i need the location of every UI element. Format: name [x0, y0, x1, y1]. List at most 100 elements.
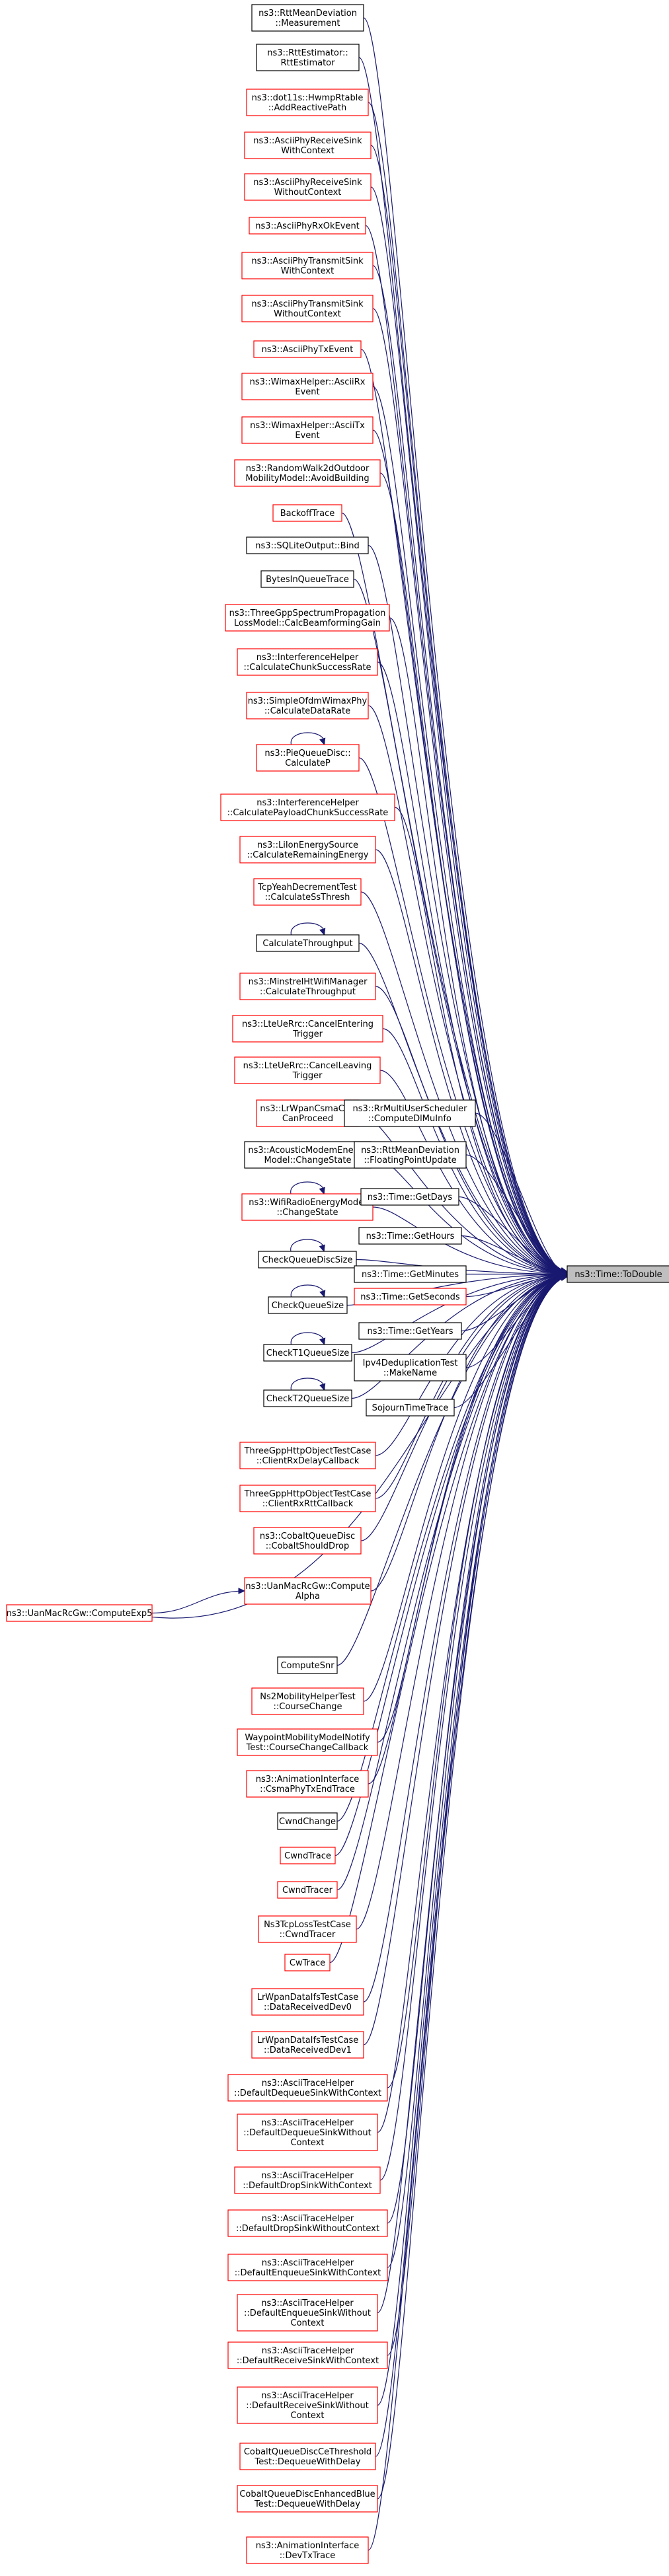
caller-node[interactable]: LrWpanDataIfsTestCase::DataReceivedDev1 [251, 2031, 364, 2059]
node-label: ns3::AsciiTraceHelper [262, 2346, 354, 2356]
caller-node[interactable]: ns3::Time::GetHours [358, 1227, 462, 1245]
caller-node[interactable]: ns3::RttMeanDeviation::Measurement [251, 4, 364, 32]
caller-node[interactable]: CheckQueueDiscSize [258, 1251, 357, 1269]
caller-node[interactable]: ns3::Time::GetDays [360, 1188, 459, 1206]
caller-node[interactable]: CwndTrace [280, 1847, 336, 1864]
caller-node[interactable]: CheckT1QueueSize [263, 1344, 352, 1362]
node-box [567, 1265, 669, 1283]
caller-node[interactable]: Ipv4DeduplicationTest::MakeName [354, 1354, 467, 1381]
caller-node[interactable]: Ns2MobilityHelperTest::CourseChange [251, 1687, 364, 1715]
node-label: ::CalculatePayloadChunkSuccessRate [227, 808, 389, 818]
caller-node[interactable]: CobaltQueueDiscCeThresholdTest::DequeueW… [239, 2443, 376, 2470]
caller-node[interactable]: ns3::LrWpanCsmaCa::CanProceed [256, 1099, 360, 1127]
caller-node[interactable]: CobaltQueueDiscEnhancedBlueTest::Dequeue… [237, 2485, 378, 2513]
node-label: ::DataReceivedDev0 [264, 2003, 352, 2012]
caller-node[interactable]: ns3::InterferenceHelper::CalculatePayloa… [220, 793, 395, 821]
caller-node[interactable]: ns3::AsciiTraceHelper::DefaultDequeueSin… [237, 2114, 378, 2151]
node-box [354, 1288, 467, 1306]
recursive-edge [290, 1284, 326, 1298]
edge-line [372, 308, 568, 1273]
caller-node[interactable]: ns3::AsciiTraceHelper::DefaultDequeueSin… [227, 2074, 388, 2102]
node-box [237, 2114, 378, 2151]
caller-node-computeexp5[interactable]: ns3::UanMacRcGw::ComputeExp5 [6, 1604, 153, 1622]
caller-node[interactable]: ns3::AsciiTraceHelper::DefaultDropSinkWi… [234, 2166, 381, 2194]
caller-node[interactable]: TcpYeahDecrementTest::CalculateSsThresh [253, 878, 362, 906]
caller-node[interactable]: CwndChange [277, 1812, 338, 1830]
caller-node[interactable]: CwndTracer [277, 1881, 338, 1899]
caller-node[interactable]: CwTrace [284, 1954, 331, 1971]
caller-node[interactable]: ns3::AsciiTraceHelper::DefaultEnqueueSin… [237, 2294, 378, 2332]
caller-node[interactable]: ns3::RrMultiUserScheduler::ComputeDlMuIn… [344, 1099, 476, 1127]
caller-node[interactable]: CheckQueueSize [268, 1296, 348, 1314]
caller-node[interactable]: ns3::AnimationInterface::CsmaPhyTxEndTra… [246, 1770, 369, 1798]
caller-node[interactable]: ThreeGppHttpObjectTestCase::ClientRxDela… [239, 1442, 376, 1469]
caller-node[interactable]: ns3::Time::GetMinutes [354, 1265, 467, 1283]
caller-node[interactable]: ComputeSnr [277, 1656, 338, 1674]
caller-node[interactable]: ns3::AsciiPhyRxOkEvent [249, 217, 366, 235]
node-label: Context [291, 2411, 325, 2421]
caller-node[interactable]: ns3::Time::GetYears [358, 1322, 462, 1340]
caller-node[interactable]: ThreeGppHttpObjectTestCase::ClientRxRttC… [239, 1485, 376, 1512]
caller-node[interactable]: ns3::LiIonEnergySource::CalculateRemaini… [239, 836, 376, 864]
node-label: CalculateP [285, 758, 331, 768]
caller-node[interactable]: ns3::CobaltQueueDisc::CobaltShouldDrop [253, 1527, 362, 1555]
node-label: ::DefaultDropSinkWithContext [243, 2181, 372, 2191]
node-label: WithoutContext [274, 309, 341, 319]
caller-node[interactable]: ns3::MinstrelHtWifiManager::CalculateThr… [239, 973, 376, 1000]
caller-node[interactable]: CalculateThroughput [256, 934, 360, 952]
caller-node[interactable]: BackoffTrace [272, 504, 342, 522]
caller-node[interactable]: LrWpanDataIfsTestCase::DataReceivedDev0 [251, 1988, 364, 2016]
caller-node[interactable]: ns3::AsciiPhyTxEvent [253, 340, 362, 358]
caller-node[interactable]: CheckT2QueueSize [263, 1389, 352, 1407]
edge-line [334, 1274, 568, 1857]
caller-node[interactable]: ns3::RttMeanDeviation::FloatingPointUpda… [354, 1141, 467, 1169]
node-label: ns3::AsciiTraceHelper [261, 2171, 354, 2181]
caller-node[interactable]: ns3::AsciiTraceHelper::DefaultReceiveSin… [227, 2341, 388, 2369]
caller-node[interactable]: ns3::dot11s::HwmpRtable::AddReactivePath [246, 89, 369, 116]
caller-node[interactable]: ns3::AsciiTraceHelper::DefaultEnqueueSin… [227, 2254, 388, 2281]
caller-node[interactable]: ns3::PieQueueDisc::CalculateP [256, 744, 360, 772]
node-label: ns3::RandomWalk2dOutdoor [246, 464, 370, 474]
caller-node[interactable]: ns3::WifiRadioEnergyModel::ChangeState [241, 1193, 374, 1221]
call-edge [387, 1273, 569, 2088]
node-label: ns3::CobaltQueueDisc [260, 1531, 355, 1541]
edge-arrowhead [319, 928, 326, 936]
caller-node[interactable]: BytesInQueueTrace [260, 570, 354, 588]
node-label: ::DefaultReceiveSinkWithContext [237, 2356, 379, 2366]
node-box [246, 89, 369, 116]
caller-node[interactable]: ns3::RttEstimator::RttEstimator [256, 44, 360, 71]
node-box [251, 4, 364, 32]
node-box [234, 1056, 381, 1084]
node-label: WaypointMobilityModelNotify [245, 1733, 370, 1743]
edge-line [453, 1273, 568, 1409]
caller-node[interactable]: ns3::SQLiteOutput::Bind [246, 536, 369, 554]
caller-node[interactable]: ns3::AsciiTraceHelper::DefaultDropSinkWi… [227, 2209, 388, 2237]
caller-node[interactable]: ns3::ThreeGppSpectrumPropagationLossMode… [225, 604, 390, 632]
caller-node[interactable]: ns3::InterferenceHelper::CalculateChunkS… [237, 648, 378, 676]
node-label: ns3::SimpleOfdmWimaxPhy [248, 696, 368, 706]
node-box [239, 1485, 376, 1512]
caller-node[interactable]: ns3::SimpleOfdmWimaxPhy::CalculateDataRa… [246, 692, 369, 719]
caller-node[interactable]: ns3::AnimationInterface::DevTxTrace [246, 2536, 369, 2564]
caller-node[interactable]: SojournTimeTrace [366, 1399, 455, 1417]
caller-node[interactable]: ns3::AcousticModemEnergyModel::ChangeSta… [244, 1141, 372, 1169]
node-label: ns3::AsciiTraceHelper [261, 2118, 354, 2128]
caller-node[interactable]: ns3::RandomWalk2dOutdoorMobilityModel::A… [234, 459, 381, 487]
caller-node[interactable]: ns3::Time::GetSeconds [354, 1288, 467, 1306]
caller-node[interactable]: Ns3TcpLossTestCase::CwndTracer [258, 1915, 357, 1943]
caller-node[interactable]: ns3::AsciiTraceHelper::DefaultReceiveSin… [237, 2386, 378, 2424]
node-label: ns3::UanMacRcGw::ComputeExp5 [7, 1609, 153, 1619]
target-node-time-todouble[interactable]: ns3::Time::ToDouble [567, 1265, 669, 1283]
caller-node[interactable]: WaypointMobilityModelNotifyTest::CourseC… [237, 1728, 378, 1756]
node-label: ::CalculateDataRate [264, 706, 350, 716]
node-box [237, 1728, 378, 1756]
